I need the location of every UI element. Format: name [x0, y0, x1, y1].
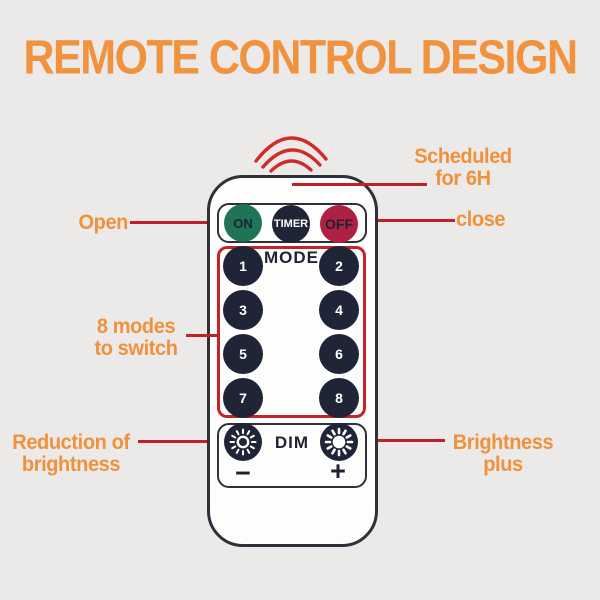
mode-button-7: 7: [223, 378, 263, 418]
signal-waves-icon: [254, 136, 328, 173]
connector-reduction-line: [138, 440, 207, 443]
connector-close-line: [378, 219, 455, 222]
dim-minus-label: −: [235, 458, 251, 488]
callout-8-modes: 8 modes to switch: [76, 314, 196, 361]
mode-section: [217, 246, 366, 418]
on-button: ON: [224, 204, 262, 242]
off-button: OFF: [320, 205, 358, 243]
callout-8-modes-line1: 8 modes: [96, 314, 176, 339]
sun-dim-icon: [224, 423, 262, 461]
callout-close: close: [456, 207, 506, 232]
mode-button-1: 1: [223, 246, 263, 286]
page-title: REMOTE CONTROL DESIGN: [23, 31, 578, 85]
mode-button-3: 3: [223, 290, 263, 330]
mode-button-6: 6: [319, 334, 359, 374]
dim-label: DIM: [274, 433, 310, 452]
callout-brightness: Brightness plus: [443, 430, 563, 477]
callout-reduction-line2: brightness: [21, 453, 121, 477]
callout-open: Open: [78, 210, 128, 235]
dim-plus-label: +: [330, 456, 346, 486]
connector-brightness-line: [378, 439, 445, 442]
callout-brightness-line2: plus: [483, 453, 523, 477]
connector-open-line: [130, 221, 207, 224]
callout-reduction-line1: Reduction of: [12, 430, 130, 455]
mode-button-2: 2: [319, 246, 359, 286]
mode-button-4: 4: [319, 290, 359, 330]
remote-control-body: ON TIMER OFF MODE 1 2 3 4 5 6 7 8 DIM: [207, 175, 378, 547]
mode-button-5: 5: [223, 334, 263, 374]
callout-8-modes-line2: to switch: [94, 337, 178, 361]
sun-bright-icon: [320, 423, 358, 461]
mode-label: MODE: [264, 248, 319, 267]
callout-reduction: Reduction of brightness: [6, 430, 136, 477]
callout-scheduled-line1: Scheduled: [414, 144, 512, 169]
callout-scheduled: Scheduled for 6H: [398, 144, 528, 191]
connector-8-modes-line: [186, 334, 219, 337]
dim-section: [217, 423, 367, 488]
callout-brightness-line1: Brightness: [452, 430, 554, 455]
timer-button: TIMER: [272, 205, 310, 243]
mode-button-8: 8: [319, 378, 359, 418]
callout-scheduled-line2: for 6H: [435, 167, 491, 191]
connector-scheduled-line: [292, 183, 427, 186]
